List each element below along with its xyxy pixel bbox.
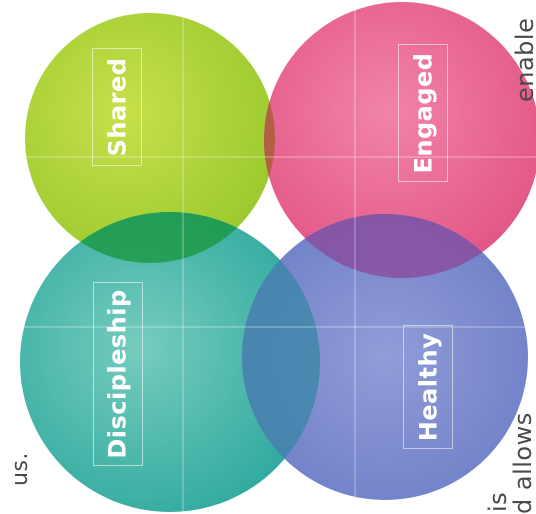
shared-label-box: Shared (92, 48, 142, 166)
discipleship-label-box: Discipleship (93, 282, 143, 466)
healthy-label-box: Healthy (403, 325, 453, 449)
text-fragment-allows: d allows (509, 412, 536, 514)
discipleship-label: Discipleship (104, 289, 132, 458)
shared-label: Shared (103, 58, 131, 157)
healthy-label: Healthy (414, 333, 442, 442)
text-fragment-enable: enable (511, 18, 536, 102)
engaged-label: Engaged (409, 53, 437, 174)
text-fragment-us: us. (8, 452, 33, 486)
engaged-label-box: Engaged (398, 44, 448, 182)
text-fragment-is: is (484, 492, 512, 512)
